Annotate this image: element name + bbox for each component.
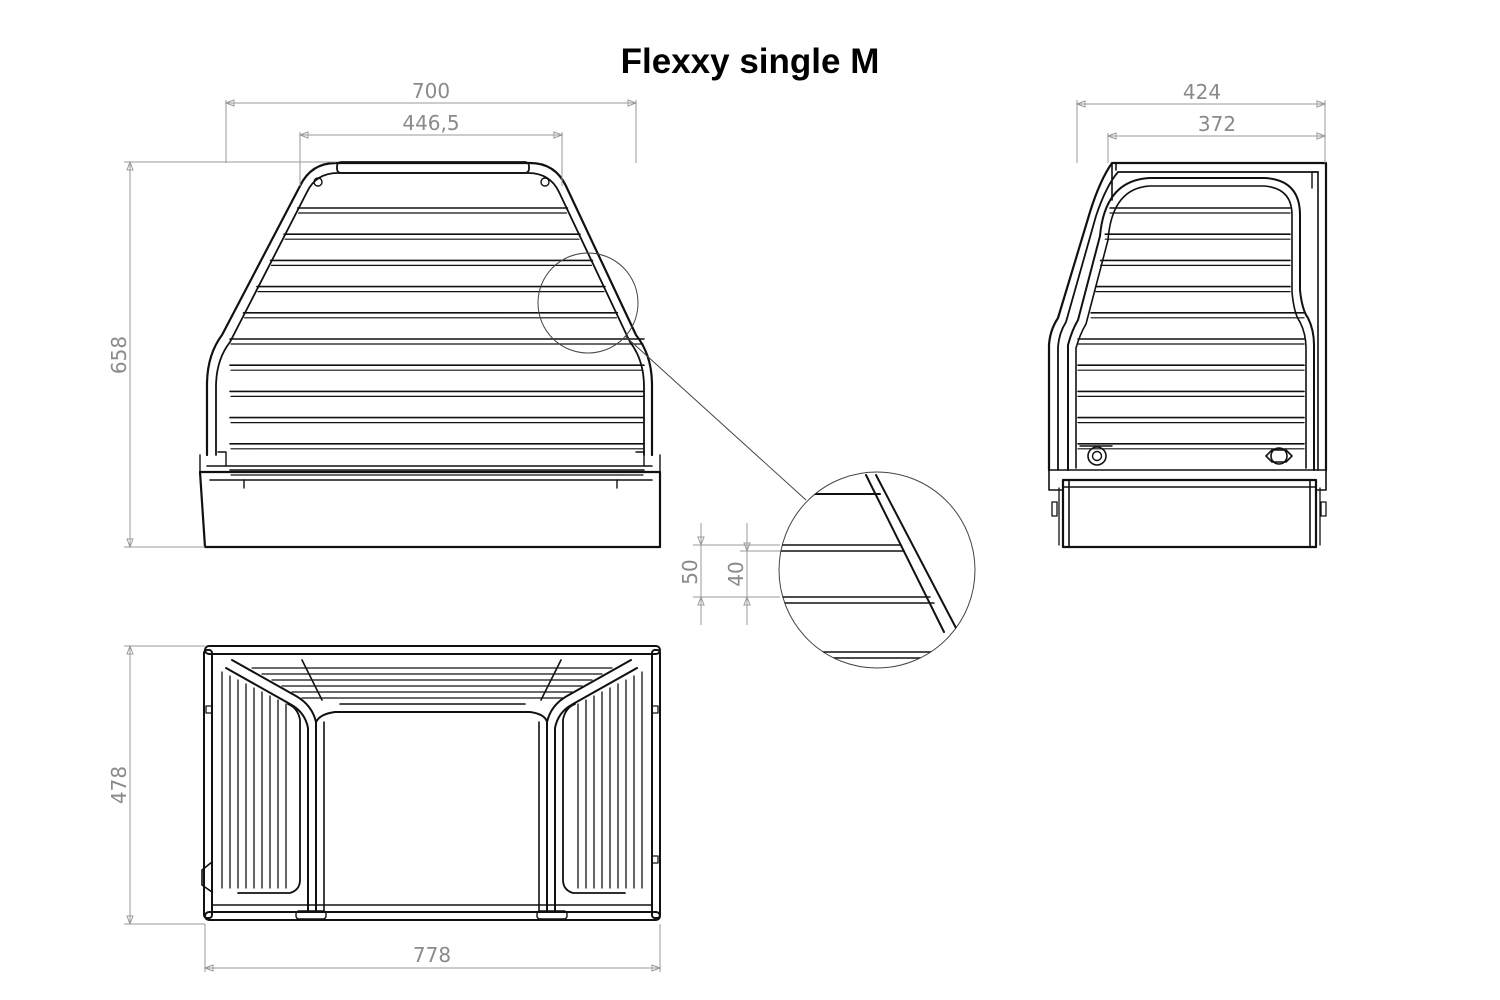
dim-front-width-top: 446,5	[402, 111, 459, 135]
dim-detail-gap: 40	[724, 561, 748, 586]
top-view	[201, 645, 661, 921]
dim-top-width: 778	[413, 943, 451, 967]
top-dimensions: 478 778	[107, 644, 662, 972]
front-dimensions: 700 446,5 658	[107, 79, 638, 549]
dim-detail-pitch: 50	[678, 559, 702, 584]
front-view	[198, 161, 807, 549]
detail-view: 50 40	[678, 471, 976, 669]
drawing-title: Flexxy single M	[620, 42, 880, 81]
dim-side-width-inner: 372	[1198, 112, 1236, 136]
dim-top-depth: 478	[107, 766, 131, 804]
dim-front-width-outer: 700	[412, 79, 450, 103]
side-view	[1047, 161, 1328, 549]
dim-front-height: 658	[107, 336, 131, 374]
dim-side-width-outer: 424	[1183, 80, 1221, 104]
side-dimensions: 424 372	[1075, 80, 1327, 163]
